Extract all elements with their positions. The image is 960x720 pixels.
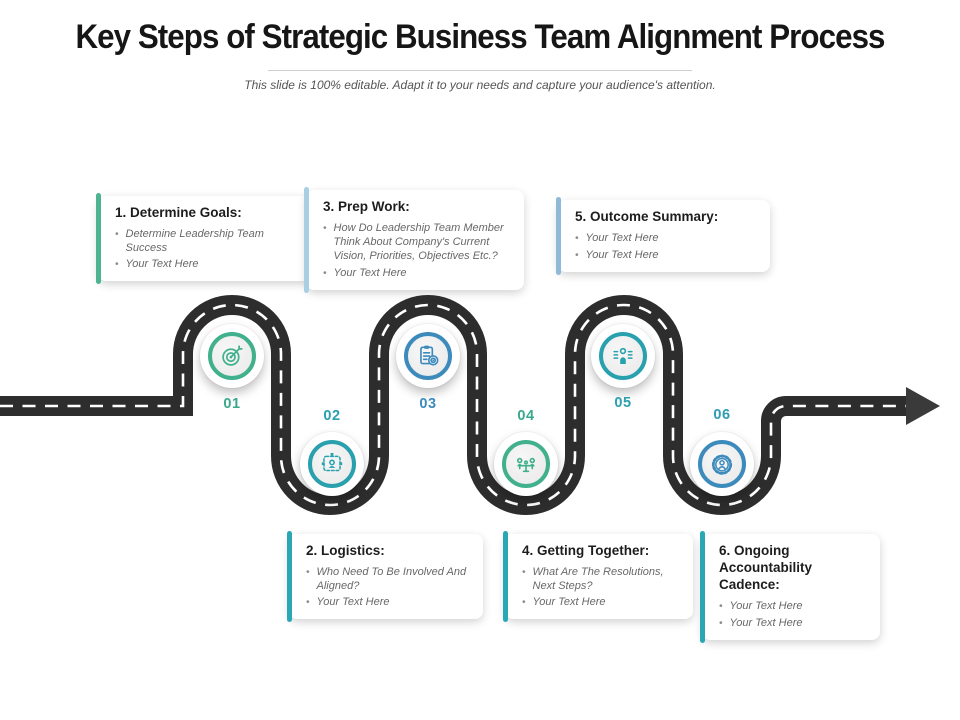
bullet-dot-icon: • bbox=[115, 228, 119, 240]
card-bullet: •Determine Leadership Team Success bbox=[115, 227, 264, 255]
card-title: 6. Ongoing Accountability Cadence: bbox=[719, 543, 813, 592]
card-bullet: •How Do Leadership Team Member Think Abo… bbox=[323, 221, 504, 263]
card-title: 3. Prep Work: bbox=[323, 199, 410, 214]
page-subtitle: This slide is 100% editable. Adapt it to… bbox=[244, 78, 716, 92]
card-bullet: •Your Text Here bbox=[323, 266, 407, 279]
card-accent-bar bbox=[96, 193, 101, 285]
step-marker-3 bbox=[396, 324, 460, 388]
step-number-6: 06 bbox=[713, 407, 731, 423]
bullet-dot-icon: • bbox=[575, 232, 579, 244]
card-bullet: •Your Text Here bbox=[719, 616, 803, 629]
step-number-3: 03 bbox=[419, 396, 437, 412]
card-bullet: •Who Need To Be Involved And Aligned? bbox=[306, 565, 467, 593]
card-title: 1. Determine Goals: bbox=[115, 205, 242, 220]
step-marker-2 bbox=[300, 432, 364, 496]
card-accent-bar bbox=[287, 531, 292, 623]
clipboard-target-icon bbox=[404, 332, 452, 380]
bullet-dot-icon: • bbox=[719, 617, 723, 629]
step-card-5: 5. Outcome Summary: •Your Text Here •You… bbox=[556, 197, 770, 275]
presenter-icon bbox=[599, 332, 647, 380]
step-marker-1 bbox=[200, 324, 264, 388]
bullet-dot-icon: • bbox=[323, 222, 327, 234]
team-network-icon bbox=[308, 440, 356, 488]
step-card-2: 2. Logistics: •Who Need To Be Involved A… bbox=[287, 531, 483, 623]
card-bullet: •What Are The Resolutions, Next Steps? bbox=[522, 565, 664, 593]
step-card-6: 6. Ongoing Accountability Cadence: •Your… bbox=[700, 531, 880, 643]
meeting-icon bbox=[502, 440, 550, 488]
card-bullet: •Your Text Here bbox=[575, 248, 659, 261]
card-bullet: •Your Text Here bbox=[575, 231, 659, 244]
step-number-1: 01 bbox=[223, 396, 241, 412]
title-divider bbox=[268, 70, 692, 71]
bullet-dot-icon: • bbox=[575, 249, 579, 261]
card-accent-bar bbox=[503, 531, 508, 623]
bullet-dot-icon: • bbox=[522, 566, 526, 578]
card-accent-bar bbox=[304, 187, 309, 293]
card-accent-bar bbox=[700, 531, 705, 643]
step-number-4: 04 bbox=[517, 408, 535, 424]
step-marker-6 bbox=[690, 432, 754, 496]
card-bullet: •Your Text Here bbox=[522, 596, 606, 609]
card-title: 5. Outcome Summary: bbox=[575, 209, 719, 224]
step-card-3: 3. Prep Work: •How Do Leadership Team Me… bbox=[304, 187, 524, 293]
page-title: Key Steps of Strategic Business Team Ali… bbox=[75, 18, 885, 56]
step-marker-4 bbox=[494, 432, 558, 496]
person-gear-icon bbox=[698, 440, 746, 488]
step-card-4: 4. Getting Together: •What Are The Resol… bbox=[503, 531, 693, 623]
step-card-1: 1. Determine Goals: •Determine Leadershi… bbox=[96, 193, 310, 285]
bullet-dot-icon: • bbox=[522, 597, 526, 609]
step-number-2: 02 bbox=[323, 408, 341, 424]
bullet-dot-icon: • bbox=[323, 267, 327, 279]
card-bullet: •Your Text Here bbox=[115, 258, 199, 271]
card-title: 2. Logistics: bbox=[306, 543, 385, 558]
bullet-dot-icon: • bbox=[306, 566, 310, 578]
card-bullet: •Your Text Here bbox=[719, 599, 803, 612]
card-title: 4. Getting Together: bbox=[522, 543, 650, 558]
bullet-dot-icon: • bbox=[115, 259, 119, 271]
bullet-dot-icon: • bbox=[306, 597, 310, 609]
road-arrow-icon bbox=[906, 387, 940, 425]
road-lane-dashes bbox=[0, 303, 908, 507]
card-bullet: •Your Text Here bbox=[306, 596, 390, 609]
step-number-5: 05 bbox=[614, 395, 632, 411]
bullet-dot-icon: • bbox=[719, 600, 723, 612]
card-accent-bar bbox=[556, 197, 561, 275]
target-icon bbox=[208, 332, 256, 380]
step-marker-5 bbox=[591, 324, 655, 388]
